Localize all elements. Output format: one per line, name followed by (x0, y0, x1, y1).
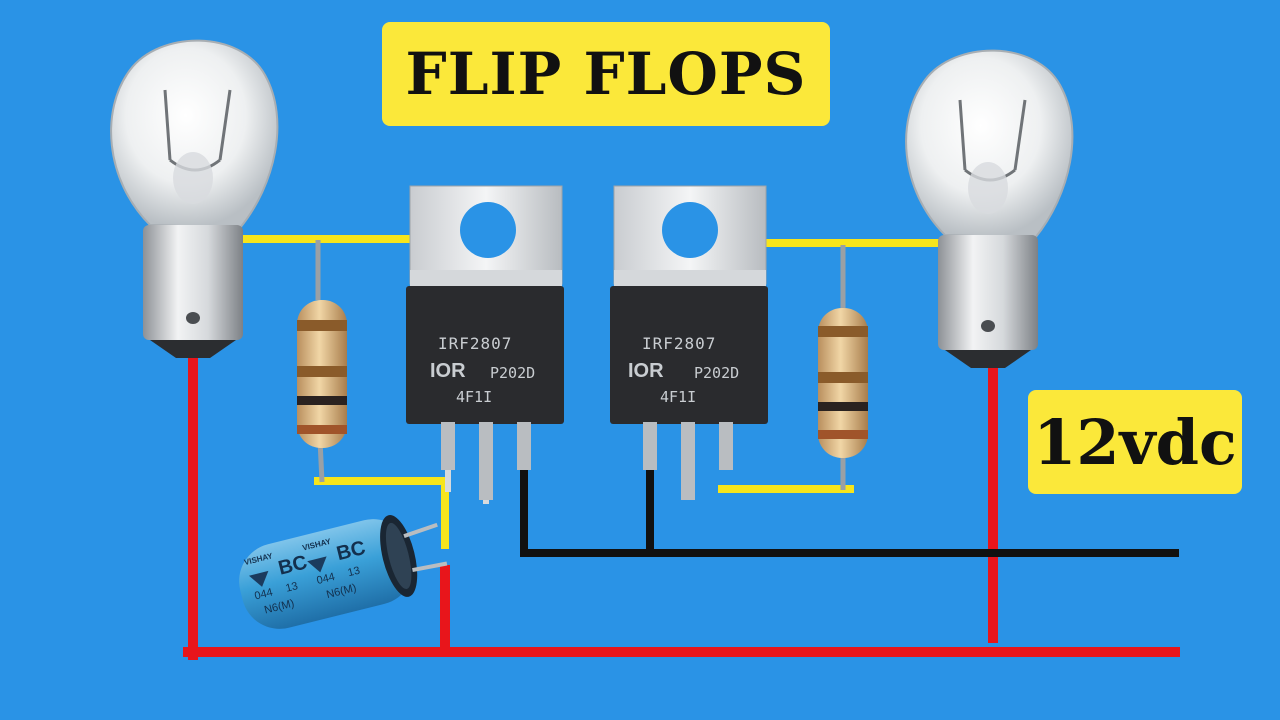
mosfet-left-lot: 4F1I (456, 388, 493, 406)
mosfet-left-part: IRF2807 (438, 334, 513, 353)
capacitor-line2-a: 13 (284, 580, 300, 595)
positive-wires (183, 355, 1180, 660)
resistor-right (818, 245, 868, 490)
title-banner: FLIP FLOPS (382, 22, 830, 126)
capacitor (239, 515, 448, 629)
mosfet-right-lot: 4F1I (660, 388, 697, 406)
mosfet-right (610, 185, 768, 500)
mosfet-left-code: P202D (490, 364, 536, 382)
capacitor-line1-a: 044 (253, 586, 275, 603)
signal-wires (230, 235, 948, 549)
capacitor-series-b: BC (334, 536, 368, 566)
capacitor-line3-a: N6(M) (263, 597, 296, 617)
mosfet-left-logo: IOR (430, 360, 466, 382)
mosfet-right-part: IRF2807 (642, 334, 717, 353)
capacitor-series-a: BC (276, 551, 310, 580)
bulb-left (110, 39, 279, 358)
mosfet-left (406, 185, 564, 504)
supply-voltage-badge: 12vdc (1028, 390, 1242, 494)
resistor-left (297, 240, 347, 483)
page-title: FLIP FLOPS (405, 40, 807, 108)
supply-voltage-label: 12vdc (1033, 405, 1237, 479)
mosfet-right-code: P202D (694, 364, 740, 382)
capacitor-line2-b: 13 (346, 564, 362, 580)
capacitor-line1-b: 044 (315, 570, 337, 588)
capacitor-line3-b: N6(M) (325, 582, 358, 602)
bulb-right (905, 49, 1074, 368)
mosfet-right-logo: IOR (628, 360, 664, 382)
